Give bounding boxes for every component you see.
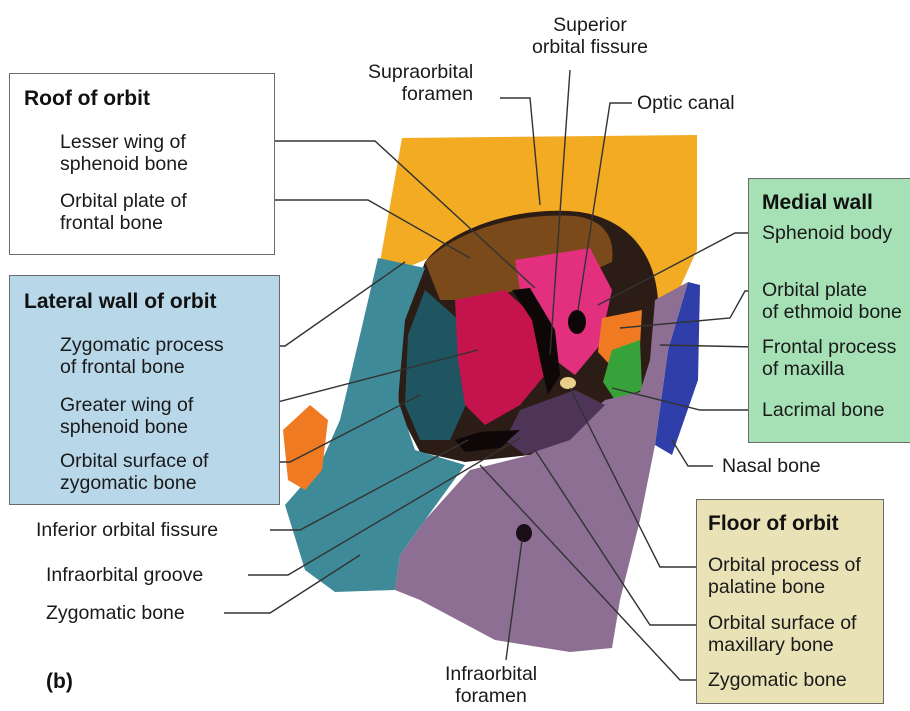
panel-label: (b) [46,670,73,694]
floor-of-orbit-title: Floor of orbit [708,512,839,536]
orbital-surface-maxillary-label: Orbital surface of maxillary bone [708,612,856,656]
roof-of-orbit-title: Roof of orbit [24,87,150,111]
lesser-wing-sphenoid-label: Lesser wing of sphenoid bone [60,131,188,175]
supraorbital-foramen-label: Supraorbital foramen [368,61,473,105]
inferior-orbital-fissure-label: Inferior orbital fissure [36,519,218,541]
zygomatic-bone-label: Zygomatic bone [46,602,185,624]
infraorbital-groove-label: Infraorbital groove [46,564,203,586]
orbital-surface-zygomatic-label: Orbital surface of zygomatic bone [60,450,208,494]
lateral-wall-title: Lateral wall of orbit [24,290,217,314]
medial-wall-title: Medial wall [762,191,873,215]
frontal-process-maxilla-label: Frontal process of maxilla [762,336,896,380]
optic-canal-shape [568,310,586,334]
zygomatic-process-frontal-label: Zygomatic process of frontal bone [60,334,224,378]
sphenoid-body-label: Sphenoid body [762,222,892,244]
nasal-bone-label: Nasal bone [722,455,821,477]
greater-wing-sphenoid-label: Greater wing of sphenoid bone [60,394,193,438]
zygomatic-bone-floor-label: Zygomatic bone [708,669,847,691]
palatine-shape [560,377,576,389]
lacrimal-bone-label: Lacrimal bone [762,399,884,421]
infraorbital-foramen-label: Infraorbital foramen [445,663,537,707]
orbital-plate-frontal-label: Orbital plate of frontal bone [60,190,187,234]
orbital-process-palatine-label: Orbital process of palatine bone [708,554,861,598]
superior-orbital-fissure-label: Superior orbital fissure [532,14,648,58]
infraorbital-foramen-shape [516,524,532,542]
orbital-plate-ethmoid-label: Orbital plate of ethmoid bone [762,279,902,323]
optic-canal-label: Optic canal [637,92,735,114]
leader-nasal [672,440,713,466]
